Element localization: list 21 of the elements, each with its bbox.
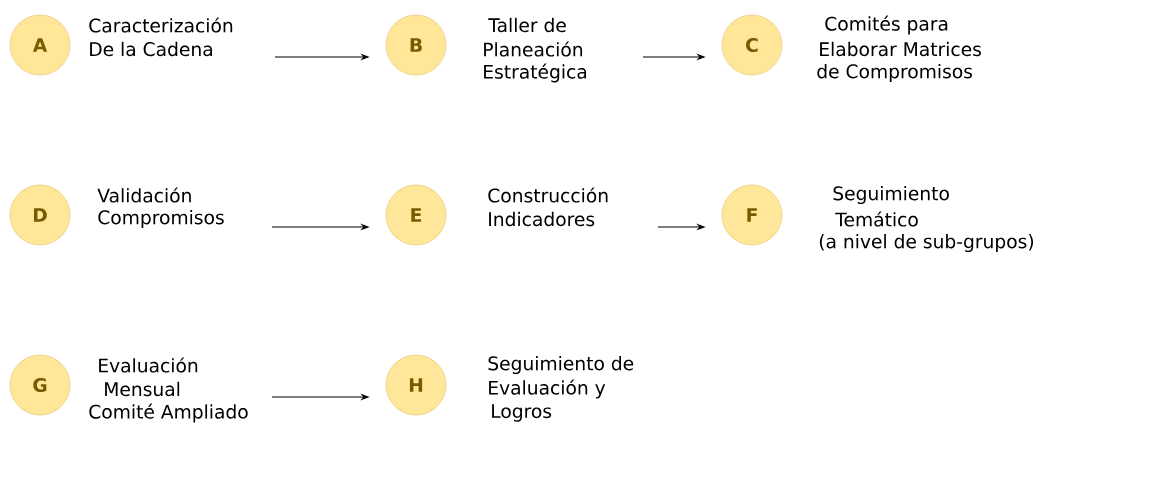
step-label: Construcción — [488, 187, 608, 203]
step-label: (a nivel de sub-grupos) — [819, 233, 1034, 253]
step-label: Temático — [835, 211, 918, 227]
step-label: Planeación — [484, 41, 583, 57]
step-label: Estratégica — [484, 63, 587, 83]
step-label: De la Cadena — [90, 41, 212, 57]
step-label: Seguimiento de — [488, 355, 634, 375]
step-label: Taller de — [488, 17, 566, 33]
step-label: Elaborar Matrices — [820, 41, 981, 57]
step-label: Evaluación — [99, 357, 198, 373]
step-label: Logros — [492, 404, 552, 422]
step-label: Indicadores — [489, 211, 595, 227]
step-label: Evaluación y — [489, 379, 606, 399]
step-label: de Compromisos — [817, 63, 973, 83]
step-label: Compromisos — [98, 209, 224, 229]
step-label: Caracterización — [89, 17, 233, 33]
step-label: Seguimiento — [833, 185, 949, 205]
step-label: Comités para — [825, 15, 948, 35]
step-label: Comité Ampliado — [89, 403, 248, 423]
step-label: Validación — [97, 187, 191, 203]
step-label: Mensual — [105, 381, 180, 397]
